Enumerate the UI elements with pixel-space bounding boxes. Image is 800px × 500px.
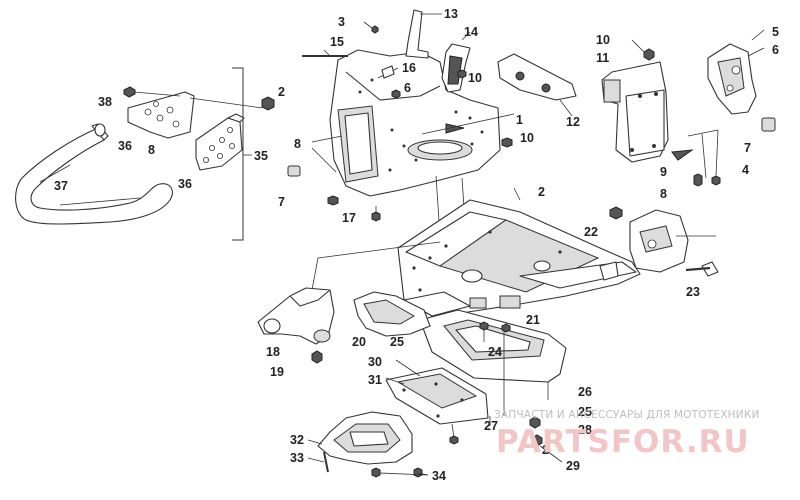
callout-28: 28 (578, 423, 592, 437)
rear-bracket-assembly (609, 206, 719, 277)
callout-3: 3 (338, 15, 345, 29)
callout-9: 9 (660, 165, 667, 179)
rubber-block (761, 117, 776, 132)
callout-2: 2 (278, 85, 285, 99)
lower-brackets (257, 241, 441, 364)
callout-26: 26 (578, 385, 592, 399)
callout-13: 13 (444, 7, 458, 21)
callout-36: 36 (118, 139, 132, 153)
callout-18: 18 (266, 345, 280, 359)
callout-38: 38 (98, 95, 112, 109)
callout-7: 7 (278, 195, 285, 209)
watermark-tagline: ЗАПЧАСТИ И АКСЕССУАРЫ ДЛЯ МОТОТЕХНИКИ (494, 409, 760, 421)
lower-plates (307, 359, 563, 478)
callout-10: 10 (596, 33, 610, 47)
watermark-logo: PARTSFOR.RU (496, 424, 750, 460)
callout-34: 34 (432, 469, 446, 483)
callout-8: 8 (148, 143, 155, 157)
bracket-plate (497, 53, 577, 101)
callout-16: 16 (402, 61, 416, 75)
callout-10: 10 (468, 71, 482, 85)
callout-32: 32 (290, 433, 304, 447)
callout-23: 23 (686, 285, 700, 299)
callout-8: 8 (294, 137, 301, 151)
callout-24: 24 (488, 345, 502, 359)
front-nose-assembly (287, 9, 577, 222)
callout-17: 17 (342, 211, 356, 225)
callout-labels: 1 2 2 2 3 4 5 6 6 7 7 8 8 8 9 10 10 10 1… (54, 7, 779, 483)
callout-2: 2 (542, 443, 549, 457)
callout-31: 31 (368, 373, 382, 387)
callout-35: 35 (254, 149, 268, 163)
callout-2: 2 (538, 185, 545, 199)
callout-27: 27 (484, 419, 498, 433)
callout-37: 37 (54, 179, 68, 193)
callout-1: 1 (516, 113, 523, 127)
callout-19: 19 (270, 365, 284, 379)
bumper-tube (15, 127, 173, 225)
bumper-assembly (15, 67, 275, 241)
callout-14: 14 (464, 25, 478, 39)
callout-36: 36 (178, 177, 192, 191)
callout-30: 30 (368, 355, 382, 369)
bumper-bracket-lower (195, 117, 243, 171)
callout-12: 12 (566, 115, 580, 129)
callout-22: 22 (584, 225, 598, 239)
callout-10: 10 (520, 131, 534, 145)
steering-support-assembly (601, 29, 776, 187)
callout-15: 15 (330, 35, 344, 49)
light-mount (405, 9, 429, 59)
front-frame (397, 175, 641, 416)
callout-11: 11 (596, 51, 609, 65)
nut (261, 96, 275, 111)
callout-33: 33 (290, 451, 304, 465)
callout-8: 8 (660, 187, 667, 201)
callout-20: 20 (352, 335, 366, 349)
watermark: ЗАПЧАСТИ И АКСЕССУАРЫ ДЛЯ МОТОТЕХНИКИ PA… (494, 409, 760, 460)
callout-29: 29 (566, 459, 580, 473)
callout-6: 6 (404, 81, 411, 95)
callout-21: 21 (526, 313, 540, 327)
callout-6: 6 (772, 43, 779, 57)
callout-25: 25 (578, 405, 592, 419)
rubber-block (287, 165, 301, 177)
callout-7: 7 (744, 141, 751, 155)
callout-5: 5 (772, 25, 779, 39)
callout-4: 4 (742, 163, 749, 177)
callout-25: 25 (390, 335, 404, 349)
